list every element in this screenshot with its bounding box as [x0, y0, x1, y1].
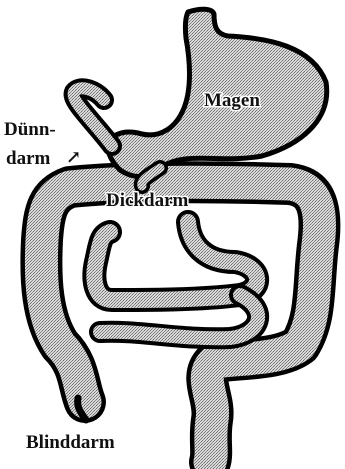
label-magen: Magen [204, 90, 260, 111]
label-duenndarm-line2: darm [6, 148, 51, 169]
label-blinddarm: Blinddarm [26, 432, 115, 453]
label-duenndarm-line1: Dünn- [4, 119, 56, 140]
arrow-up-right-icon: ↗ [66, 147, 81, 167]
label-dickdarm: Dickdarm [106, 190, 189, 211]
small-intestine [94, 222, 258, 338]
stomach [74, 9, 327, 186]
